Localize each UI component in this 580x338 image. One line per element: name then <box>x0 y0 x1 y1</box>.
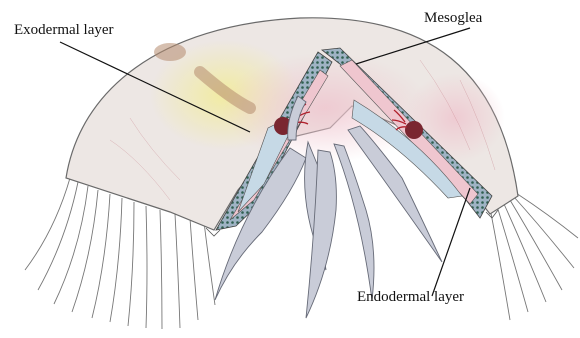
endodermal-leader <box>432 188 470 296</box>
right-tentacles <box>490 193 578 320</box>
endodermal-layer-label: Endodermal layer <box>357 290 464 305</box>
exodermal-layer-label: Exodermal layer <box>14 23 114 38</box>
mesoglea-label: Mesoglea <box>424 11 482 26</box>
